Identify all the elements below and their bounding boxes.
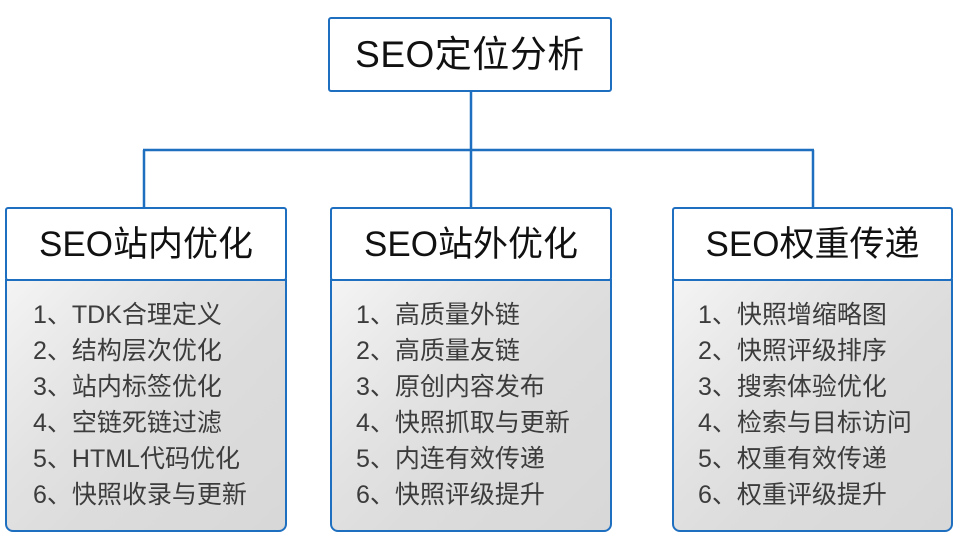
branch-body-1: 1、TDK合理定义 2、结构层次优化 3、站内标签优化 4、空链死链过滤 5、H…: [5, 279, 287, 532]
branch-column-1[interactable]: SEO站内优化 1、TDK合理定义 2、结构层次优化 3、站内标签优化 4、空链…: [5, 207, 287, 532]
list-item: 1、高质量外链: [356, 301, 520, 329]
branch-body-2: 1、高质量外链 2、高质量友链 3、原创内容发布 4、快照抓取与更新 5、内连有…: [330, 279, 612, 532]
list-item: 2、快照评级排序: [698, 337, 887, 365]
root-node[interactable]: SEO定位分析: [328, 17, 612, 92]
list-item: 3、搜索体验优化: [698, 373, 887, 401]
list-item: 4、快照抓取与更新: [356, 409, 570, 437]
list-item: 6、快照收录与更新: [33, 481, 247, 509]
list-item: 4、空链死链过滤: [33, 409, 222, 437]
list-item: 5、权重有效传递: [698, 445, 887, 473]
list-item: 6、快照评级提升: [356, 481, 545, 509]
branch-body-3: 1、快照增缩略图 2、快照评级排序 3、搜索体验优化 4、检索与目标访问 5、权…: [672, 279, 953, 532]
branch-item-list-1: 1、TDK合理定义 2、结构层次优化 3、站内标签优化 4、空链死链过滤 5、H…: [7, 297, 247, 513]
list-item: 5、HTML代码优化: [33, 445, 240, 473]
list-item: 2、高质量友链: [356, 337, 520, 365]
branch-header-2[interactable]: SEO站外优化: [330, 207, 612, 281]
branch-header-1[interactable]: SEO站内优化: [5, 207, 287, 281]
list-item: 4、检索与目标访问: [698, 409, 912, 437]
list-item: 5、内连有效传递: [356, 445, 545, 473]
branch-column-3[interactable]: SEO权重传递 1、快照增缩略图 2、快照评级排序 3、搜索体验优化 4、检索与…: [672, 207, 953, 532]
list-item: 2、结构层次优化: [33, 337, 222, 365]
branch-header-title-1: SEO站内优化: [39, 224, 253, 264]
list-item: 1、TDK合理定义: [33, 301, 222, 329]
branch-header-title-3: SEO权重传递: [705, 224, 920, 264]
list-item: 6、权重评级提升: [698, 481, 887, 509]
branch-item-list-2: 1、高质量外链 2、高质量友链 3、原创内容发布 4、快照抓取与更新 5、内连有…: [332, 297, 570, 513]
list-item: 3、站内标签优化: [33, 373, 222, 401]
root-node-title: SEO定位分析: [355, 34, 585, 75]
branch-item-list-3: 1、快照增缩略图 2、快照评级排序 3、搜索体验优化 4、检索与目标访问 5、权…: [674, 297, 912, 513]
list-item: 1、快照增缩略图: [698, 301, 887, 329]
branch-column-2[interactable]: SEO站外优化 1、高质量外链 2、高质量友链 3、原创内容发布 4、快照抓取与…: [330, 207, 612, 532]
branch-header-title-2: SEO站外优化: [364, 224, 578, 264]
branch-header-3[interactable]: SEO权重传递: [672, 207, 953, 281]
list-item: 3、原创内容发布: [356, 373, 545, 401]
